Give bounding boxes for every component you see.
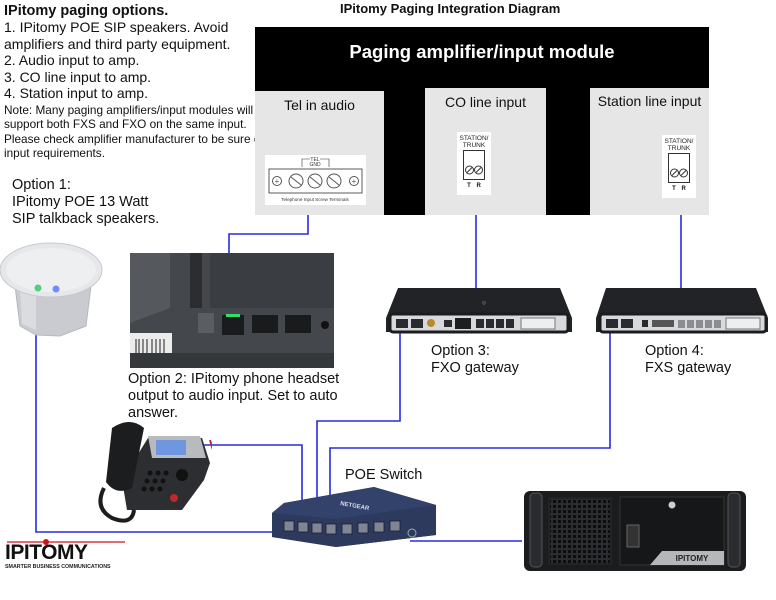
- tel-label: TEL: [310, 157, 319, 163]
- option2-line: answer.: [128, 405, 178, 421]
- option3-label: Option 3: FXO gateway: [431, 343, 519, 377]
- option1-line: IPitomy POE 13 Watt: [12, 194, 149, 210]
- server-brand: IPITOMY: [676, 554, 709, 563]
- option1-label: Option 1: IPitomy POE 13 Watt SIP talkba…: [12, 177, 159, 228]
- option1-line: SIP talkback speakers.: [12, 211, 160, 227]
- wire-phone-to-switch: [203, 444, 303, 522]
- option4-line: Option 4:: [645, 343, 704, 359]
- paging-option-item: 1. IPitomy POE SIP speakers. Avoid ampli…: [4, 19, 231, 52]
- paging-option-item: 3. CO line input to amp.: [4, 68, 152, 85]
- poe-sip-speaker-image: [0, 242, 103, 337]
- ipitomy-logo: IPITOMY SMARTER BUSINESS COMMUNICATIONS: [5, 538, 127, 570]
- phone-headset-jack-image: [130, 253, 334, 368]
- terminal-caption: Telephone Input Screw Terminals: [281, 197, 349, 202]
- terminal-label: TRUNK: [667, 145, 691, 152]
- gnd-label: GND: [309, 162, 321, 168]
- wire-fxs-to-switch: [329, 331, 611, 522]
- svg-text:+: +: [275, 177, 280, 186]
- terminal-label: STATION/: [459, 135, 489, 142]
- poe-switch-image: NETGEAR: [272, 487, 436, 547]
- logo-text: IPITOMY: [5, 541, 88, 564]
- screw-icon: [670, 168, 688, 178]
- logo-tagline: SMARTER BUSINESS COMMUNICATIONS: [5, 564, 111, 570]
- terminal-label: TRUNK: [462, 142, 486, 149]
- panel-label: Tel in audio: [284, 97, 355, 113]
- paging-note: Note: Many paging amplifiers/input modul…: [4, 102, 264, 161]
- paging-option-item: 4. Station input to amp.: [4, 85, 148, 101]
- option3-line: Option 3:: [431, 343, 490, 359]
- screw-icon: [465, 165, 483, 175]
- paging-option-item: 2. Audio input to amp.: [4, 52, 140, 68]
- amplifier-title: Paging amplifier/input module: [349, 41, 615, 62]
- screw-terminal-box: [668, 153, 690, 183]
- station-trunk-terminal: STATION/TRUNK T R: [457, 132, 491, 195]
- telephone-input-screw-terminals: TEL GND + + Telephone Input Screw Termin…: [265, 155, 366, 205]
- paging-options-title: IPitomy paging options.: [4, 3, 169, 19]
- option2-line: output to audio input. Set to auto: [128, 388, 338, 404]
- phone-ports-icon: [130, 253, 334, 368]
- wire-fxo-to-switch: [316, 331, 401, 522]
- option4-label: Option 4: FXS gateway: [645, 343, 731, 377]
- panel-label: CO line input: [445, 94, 526, 110]
- wire-speaker-to-switch: [35, 335, 280, 533]
- fxo-gateway-image: ◎: [386, 288, 572, 334]
- paging-options-text: IPitomy paging options. 1. IPitomy POE S…: [4, 3, 264, 161]
- option2-line: Option 2: IPitomy phone headset: [128, 371, 340, 387]
- terminal-tr-label: T R: [672, 186, 686, 192]
- poe-switch-label: POE Switch: [345, 467, 423, 483]
- ip-phone-image: [98, 422, 212, 523]
- screw-terminals-icon: TEL GND + + Telephone Input Screw Termin…: [268, 157, 363, 202]
- terminal-tr-label: T R: [467, 183, 481, 189]
- option1-line: Option 1:: [12, 177, 71, 193]
- screw-terminal-box: [463, 150, 485, 180]
- fxs-gateway-image: [596, 288, 768, 334]
- svg-text:+: +: [352, 177, 357, 186]
- station-line-input-panel: Station line input STATION/TRUNK T R: [590, 88, 709, 215]
- panel-label: Station line input: [597, 93, 702, 109]
- option3-line: FXO gateway: [431, 360, 519, 376]
- terminal-label: STATION/: [664, 138, 694, 145]
- diagram-title: IPitomy Paging Integration Diagram: [340, 1, 561, 16]
- option4-line: FXS gateway: [645, 360, 732, 376]
- switch-brand: NETGEAR: [340, 501, 371, 512]
- option2-label: Option 2: IPitomy phone headset output t…: [128, 371, 339, 422]
- ipitomy-logo-icon: IPITOMY SMARTER BUSINESS COMMUNICATIONS: [5, 539, 125, 570]
- svg-text:◎: ◎: [482, 300, 487, 306]
- ipitomy-server-image: IPITOMY: [524, 491, 746, 571]
- station-trunk-terminal: STATION/TRUNK T R: [662, 135, 696, 198]
- co-line-input-panel: CO line input STATION/TRUNK T R: [425, 88, 546, 215]
